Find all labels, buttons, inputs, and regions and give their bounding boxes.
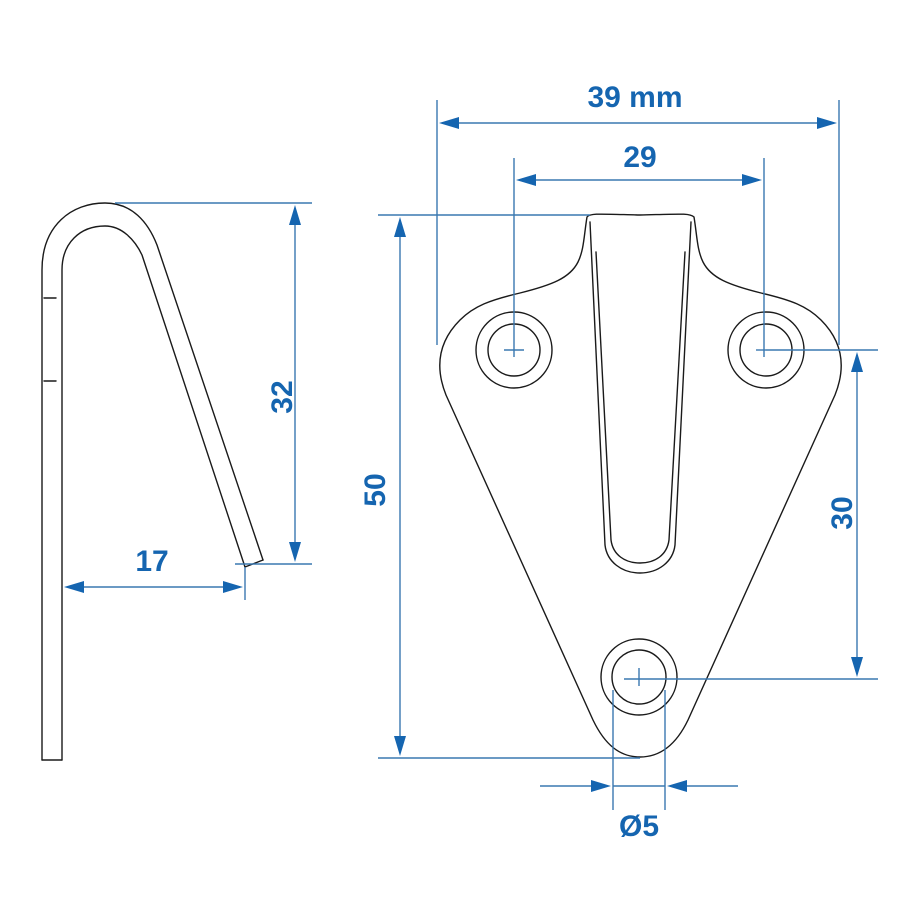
arrow-down-icon bbox=[289, 542, 301, 562]
arrow-down-icon bbox=[851, 657, 863, 677]
hook-profile-outer bbox=[41, 202, 264, 761]
dim-label-depth: 17 bbox=[135, 545, 168, 578]
groove-inner bbox=[595, 251, 686, 564]
arrow-left-icon bbox=[64, 581, 84, 593]
arrow-down-icon bbox=[394, 736, 406, 756]
plate-outline bbox=[439, 213, 842, 758]
dim-label-height: 32 bbox=[266, 380, 299, 413]
arrow-left-icon bbox=[439, 117, 459, 129]
arrow-right-icon bbox=[591, 780, 611, 792]
arrow-right-icon bbox=[742, 174, 762, 186]
dim-label-overall-height: 50 bbox=[359, 473, 392, 506]
arrow-left-icon bbox=[667, 780, 687, 792]
dim-label-hole-spacing: 29 bbox=[623, 141, 656, 174]
arrow-left-icon bbox=[516, 174, 536, 186]
arrow-up-icon bbox=[289, 205, 301, 225]
dim-label-hole-diameter: Ø5 bbox=[619, 810, 659, 843]
arrow-right-icon bbox=[223, 581, 243, 593]
hole-bottom-outer bbox=[600, 638, 678, 716]
groove-outer bbox=[589, 221, 692, 574]
arrow-right-icon bbox=[817, 117, 837, 129]
hole-bottom-inner bbox=[611, 649, 667, 705]
arrow-up-icon bbox=[851, 352, 863, 372]
hook-profile-inner bbox=[61, 225, 246, 761]
arrow-up-icon bbox=[394, 217, 406, 237]
side-view: 32 17 bbox=[41, 202, 312, 761]
front-view: 39 mm 29 50 30 Ø5 bbox=[359, 81, 878, 843]
dim-label-overall-width: 39 mm bbox=[587, 81, 682, 114]
dim-label-vertical-hole-spacing: 30 bbox=[826, 496, 859, 529]
